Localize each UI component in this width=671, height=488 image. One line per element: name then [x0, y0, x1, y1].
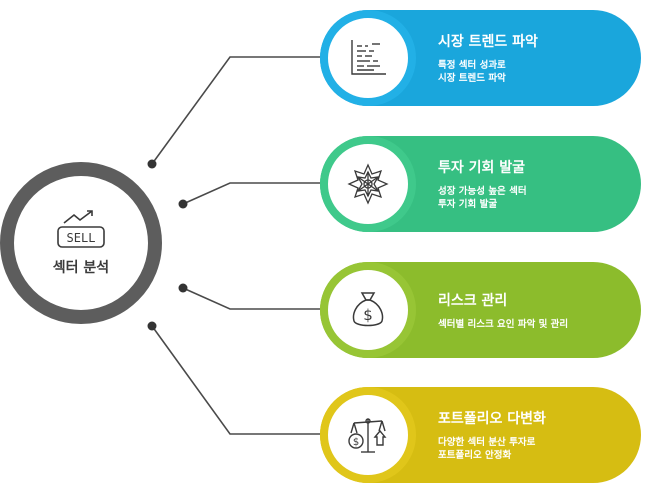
icon-ring: $ — [320, 262, 416, 358]
connector-dot-1 — [147, 159, 157, 169]
connector-line-4 — [151, 325, 330, 435]
card-desc-line-1: 특정 섹터 성과로 — [438, 60, 506, 71]
card-title: 포트폴리오 다변화 — [438, 411, 546, 427]
trend-chart-icon — [346, 36, 390, 80]
card-title: 시장 트렌드 파악 — [438, 34, 538, 50]
icon-ring — [320, 10, 416, 106]
card-desc-line-2: 시장 트렌드 파악 — [438, 73, 506, 84]
card-title: 리스크 관리 — [438, 292, 508, 309]
connector-dot-3 — [178, 283, 188, 293]
opportunity-star-icon — [346, 162, 390, 206]
center-title: 섹터 분석 — [52, 260, 110, 276]
card-texts: 시장 트렌드 파악 특정 섹터 성과로 시장 트렌드 파악 — [438, 10, 628, 106]
card-portfolio-diversification: $ 포트폴리오 다변화 다양한 섹터 분산 투자로 포트폴리오 안정화 — [320, 387, 641, 483]
card-title: 투자 기회 발굴 — [438, 160, 526, 176]
card-desc-line-1: 성장 가능성 높은 섹터 — [438, 186, 527, 197]
card-investment-opportunity: 투자 기회 발굴 성장 가능성 높은 섹터 투자 기회 발굴 — [320, 136, 641, 232]
sell-chart-icon: SELL — [56, 209, 106, 249]
card-texts: 투자 기회 발굴 성장 가능성 높은 섹터 투자 기회 발굴 — [438, 136, 628, 232]
card-texts: 포트폴리오 다변화 다양한 섹터 분산 투자로 포트폴리오 안정화 — [438, 387, 628, 483]
icon-ring — [320, 136, 416, 232]
card-desc-line-2: 투자 기회 발굴 — [438, 199, 498, 210]
connector-dot-2 — [178, 199, 188, 209]
balance-scale-icon: $ — [346, 413, 390, 457]
money-bag-icon: $ — [346, 288, 390, 332]
card-market-trend: 시장 트렌드 파악 특정 섹터 성과로 시장 트렌드 파악 — [320, 10, 641, 106]
card-desc-line-1: 다양한 섹터 분산 투자로 — [438, 437, 536, 448]
svg-text:$: $ — [363, 306, 373, 324]
connector-line-1 — [151, 56, 330, 165]
sell-icon-text: SELL — [67, 231, 96, 245]
connector-line-3 — [182, 287, 330, 310]
icon-ring: $ — [320, 387, 416, 483]
center-hub: SELL 섹터 분석 — [0, 162, 162, 324]
card-texts: 리스크 관리 섹터별 리스크 요인 파악 및 관리 — [438, 262, 628, 358]
card-desc-line-1: 섹터별 리스크 요인 파악 및 관리 — [438, 318, 569, 330]
card-risk-management: $ 리스크 관리 섹터별 리스크 요인 파악 및 관리 — [320, 262, 641, 358]
connector-dot-4 — [147, 321, 157, 331]
card-desc-line-2: 포트폴리오 안정화 — [438, 450, 512, 461]
svg-text:$: $ — [353, 437, 359, 448]
connector-line-2 — [182, 182, 330, 205]
